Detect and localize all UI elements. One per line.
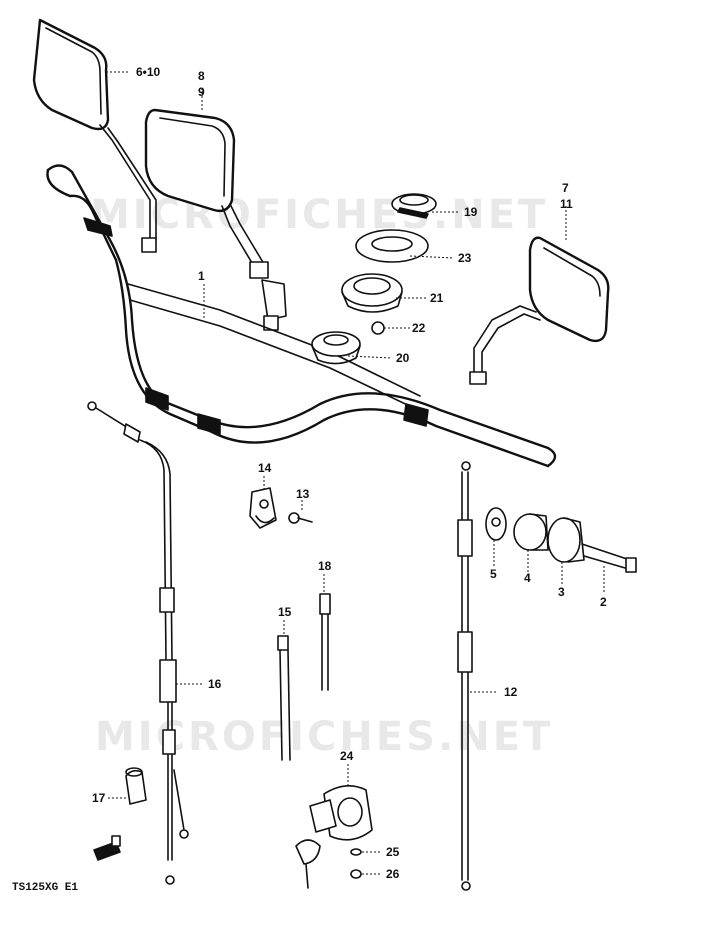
leader-lines <box>106 71 605 875</box>
callout-2: 2 <box>600 595 607 609</box>
watermark-top: MICROFICHES.NET <box>90 192 548 238</box>
bolt-26 <box>350 869 362 879</box>
callout-26: 26 <box>386 867 400 881</box>
callout-9: 9 <box>198 85 205 99</box>
bolt-13 <box>288 512 313 524</box>
ring-19 <box>391 193 437 219</box>
ignition-switch-24 <box>295 785 373 889</box>
callout-12: 12 <box>504 685 518 699</box>
callout-20: 20 <box>396 351 410 365</box>
cover-17 <box>125 767 147 805</box>
callouts: 6•10 8 9 1 7 11 19 23 21 22 20 14 13 5 4… <box>92 65 607 881</box>
switch-piece <box>93 835 121 861</box>
ring-23 <box>355 229 429 263</box>
cable-16 <box>87 401 189 885</box>
callout-13: 13 <box>296 487 310 501</box>
cable-12 <box>457 461 473 891</box>
callout-8: 8 <box>198 69 205 83</box>
mirror-left <box>32 18 157 253</box>
ring-20 <box>311 331 361 365</box>
callout-23: 23 <box>458 251 472 265</box>
grip-assembly <box>485 507 637 573</box>
callout-11: 11 <box>560 197 573 211</box>
mirror-middle <box>144 108 287 331</box>
ball-22 <box>371 321 385 335</box>
callout-15: 15 <box>278 605 292 619</box>
callout-7: 7 <box>562 181 569 195</box>
mirror-right <box>469 236 610 385</box>
callout-17: 17 <box>92 791 106 805</box>
handlebar <box>46 164 557 468</box>
cable-18 <box>319 593 331 691</box>
callout-14: 14 <box>258 461 272 475</box>
callout-3: 3 <box>558 585 565 599</box>
callout-16: 16 <box>208 677 222 691</box>
callout-22: 22 <box>412 321 426 335</box>
callout-5: 5 <box>490 567 497 581</box>
callout-21: 21 <box>430 291 444 305</box>
clamp-14 <box>249 487 277 529</box>
callout-24: 24 <box>340 749 354 763</box>
ring-21 <box>341 273 403 313</box>
callout-19: 19 <box>464 205 478 219</box>
callout-18: 18 <box>318 559 332 573</box>
cable-15 <box>277 635 291 761</box>
callout-6-10: 6•10 <box>136 65 161 79</box>
callout-4: 4 <box>524 571 531 585</box>
model-caption: TS125XG E1 <box>12 882 78 894</box>
washer-25 <box>350 848 362 856</box>
callout-25: 25 <box>386 845 400 859</box>
callout-1: 1 <box>198 269 205 283</box>
